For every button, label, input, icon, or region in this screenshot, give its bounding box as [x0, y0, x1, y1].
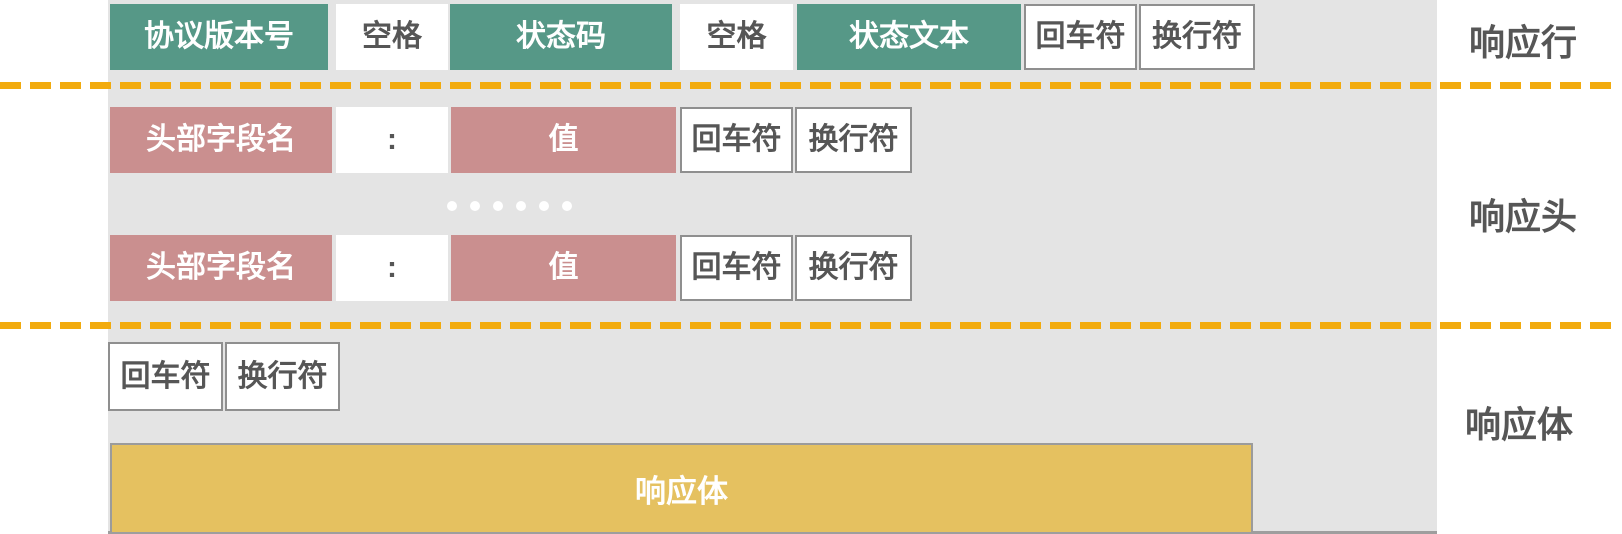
cell-body-lf: 换行符 — [225, 342, 340, 411]
response-body-bar: 响应体 — [110, 443, 1253, 532]
cell-header-field-name-1: 头部字段名 — [110, 107, 332, 173]
cell-status-text: 状态文本 — [797, 4, 1021, 70]
cell-response-line-lf: 换行符 — [1139, 4, 1255, 70]
ellipsis-dot — [470, 201, 480, 211]
cell-header-lf-1: 换行符 — [795, 107, 912, 173]
cell-header-lf-2: 换行符 — [795, 235, 912, 301]
cell-space-1: 空格 — [336, 4, 448, 70]
section-label-response-body: 响应体 — [1456, 402, 1583, 448]
ellipsis-dot — [562, 201, 572, 211]
cell-header-colon-2: : — [336, 235, 448, 301]
cell-protocol-version: 协议版本号 — [110, 4, 328, 70]
ellipsis-dot — [539, 201, 549, 211]
dashed-separator-2 — [0, 322, 1613, 329]
section-label-response-headers: 响应头 — [1460, 194, 1587, 240]
cell-space-2: 空格 — [680, 4, 793, 70]
cell-response-line-cr: 回车符 — [1024, 4, 1137, 70]
cell-header-cr-2: 回车符 — [680, 235, 793, 301]
cell-header-field-name-2: 头部字段名 — [110, 235, 332, 301]
dashed-separator-1 — [0, 82, 1613, 89]
cell-body-cr: 回车符 — [108, 342, 223, 411]
ellipsis-dot — [447, 201, 457, 211]
ellipsis-dot — [516, 201, 526, 211]
ellipsis-dots — [447, 201, 572, 211]
cell-header-cr-1: 回车符 — [680, 107, 793, 173]
section-label-response-line: 响应行 — [1460, 20, 1587, 66]
cell-header-colon-1: : — [336, 107, 448, 173]
ellipsis-dot — [493, 201, 503, 211]
cell-status-code: 状态码 — [450, 4, 672, 70]
cell-header-value-1: 值 — [451, 107, 676, 173]
cell-header-value-2: 值 — [451, 235, 676, 301]
